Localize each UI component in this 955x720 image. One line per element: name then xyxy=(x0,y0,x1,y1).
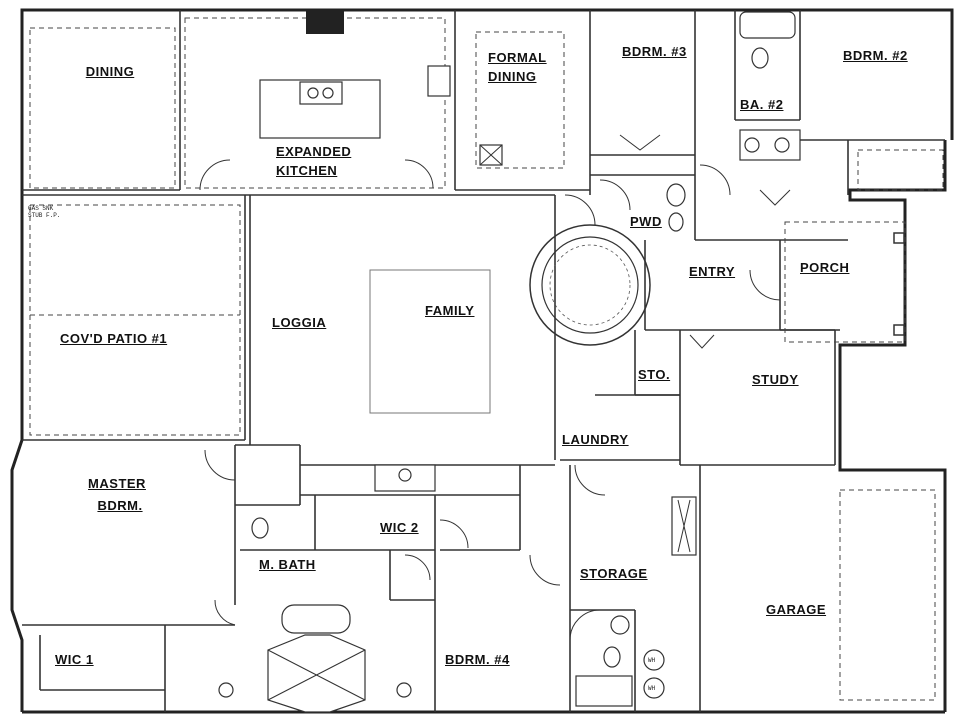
round-foyer xyxy=(529,224,651,346)
room-label-expanded: EXPANDED xyxy=(276,144,352,159)
dashed-lines xyxy=(29,17,944,701)
room-label-study: STUDY xyxy=(752,372,799,387)
room-label-bdrm4: BDRM. #4 xyxy=(445,652,510,667)
room-label-ba2: BA. #2 xyxy=(740,97,784,112)
garage-fixtures xyxy=(575,496,697,707)
room-label-bdrm2: BDRM. #2 xyxy=(843,48,908,63)
washer-label: WH xyxy=(648,657,656,664)
room-label-covd-patio: COV'D PATIO #1 xyxy=(60,331,168,346)
gas-note-line2: STUB F.P. xyxy=(28,212,61,219)
room-label-wic1: WIC 1 xyxy=(55,652,94,667)
room-label-formal-dining: DINING xyxy=(488,69,537,84)
room-label-sto: STO. xyxy=(638,367,671,382)
formal-dining-fixture xyxy=(479,144,503,166)
kitchen-island xyxy=(259,79,381,139)
room-label-storage: STORAGE xyxy=(580,566,648,581)
room-label-pwd: PWD xyxy=(630,214,662,229)
room-label-porch: PORCH xyxy=(800,260,850,275)
door-swings xyxy=(199,134,791,641)
room-label-laundry: LAUNDRY xyxy=(562,432,629,447)
fridge xyxy=(427,65,451,97)
family-rug xyxy=(369,269,491,414)
room-label-entry: ENTRY xyxy=(689,264,736,279)
room-label-dining: DINING xyxy=(85,64,135,79)
room-label-kitchen: KITCHEN xyxy=(276,163,338,178)
room-label-m-bath: M. BATH xyxy=(259,557,316,572)
master-bath-fixtures xyxy=(218,517,412,713)
porch-columns xyxy=(893,232,905,336)
room-label-family: FAMILY xyxy=(425,303,475,318)
room-label-bdrm3: BDRM. #3 xyxy=(622,44,687,59)
exterior-walls xyxy=(10,8,954,714)
room-label-wic2: WIC 2 xyxy=(380,520,419,535)
interior-walls xyxy=(22,10,945,712)
room-label-master-bdrm: BDRM. xyxy=(97,498,143,513)
cooktop xyxy=(306,10,344,34)
room-label-loggia: LOGGIA xyxy=(272,315,327,330)
room-label-master: MASTER xyxy=(88,476,146,491)
bath2-fixtures xyxy=(739,11,801,161)
fireplace xyxy=(374,464,436,492)
gas-note-line1: GAS SNK xyxy=(28,205,54,212)
room-label-formal: FORMAL xyxy=(488,50,547,65)
powder-fixtures xyxy=(666,183,686,232)
room-label-garage: GARAGE xyxy=(766,602,827,617)
dryer-label: WH xyxy=(648,685,656,692)
